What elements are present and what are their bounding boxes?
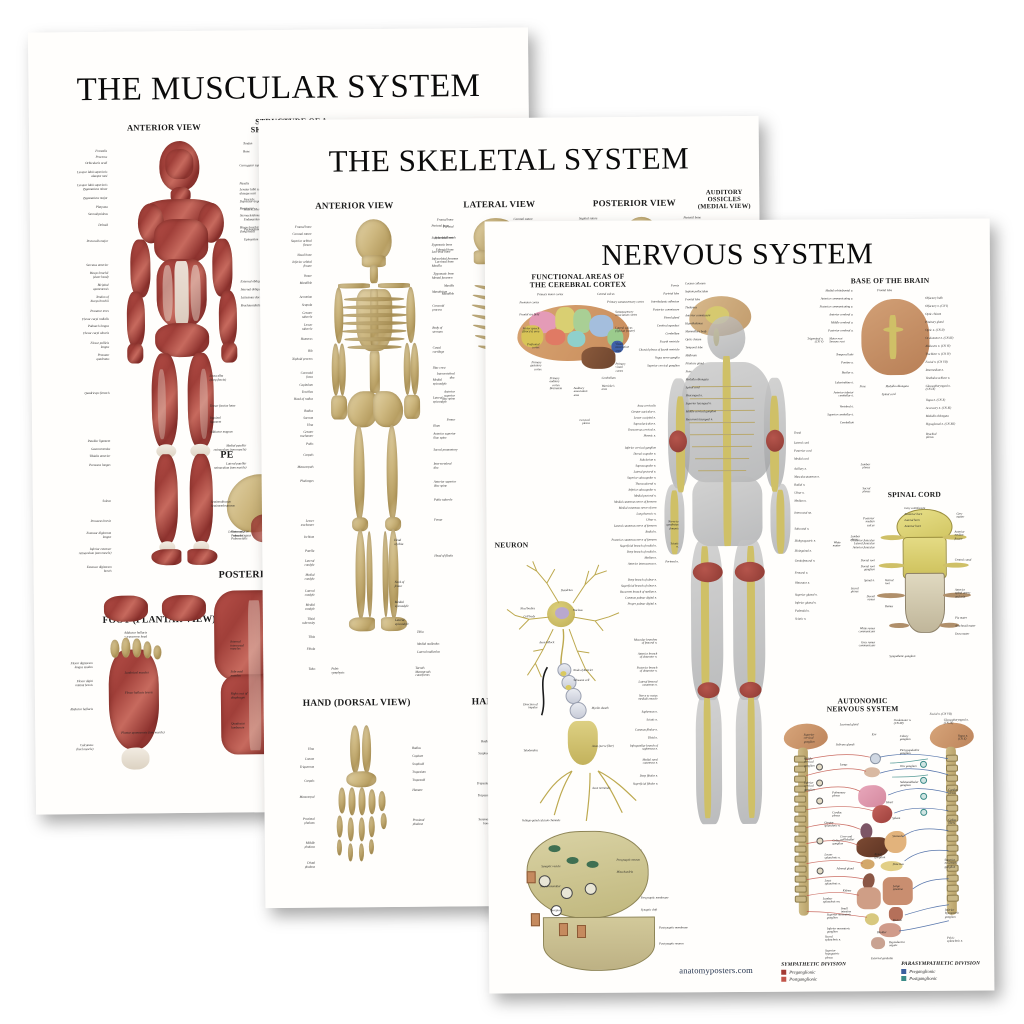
legend-title: PARASYMPATHETIC DIVISION [901,960,981,968]
legend-label-preganglionic: Preganglionic [909,968,936,974]
legend-swatch-preganglionic [781,969,787,975]
section-hand-dorsal-view: HAND (DORSAL VIEW) [302,697,411,709]
section-anterior-view-skeletal: ANTERIOR VIEW [315,200,394,211]
section-anterior-view-muscular: ANTERIOR VIEW [126,121,201,133]
legend-item: Preganglionic [901,968,980,975]
section-autonomic-nervous-system: AUTONOMIC NERVOUS SYSTEM [826,696,899,714]
base-of-brain-figure [857,297,934,381]
legend-label-preganglionic: Preganglionic [789,969,816,975]
legend-item: Postganglionic [781,976,846,982]
legend-label-postganglionic: Postganglionic [909,975,938,981]
legend-title: SYMPATHETIC DIVISION [781,961,847,968]
section-auditory-ossicles: AUDITORY OSSICLES (MEDIAL VIEW) [697,188,751,210]
feet-detail-row [103,590,264,626]
section-spinal-cord: SPINAL CORD [887,489,941,500]
legend-parasympathetic-division: PARASYMPATHETIC DIVISION Preganglionic P… [901,961,980,981]
legend-label-postganglionic: Postganglionic [789,976,818,982]
section-neuron: NEURON [494,540,529,550]
section-lateral-view-skeletal: LATERAL VIEW [463,198,536,210]
nervous-poster-title: NERVOUS SYSTEM [601,237,874,272]
legend-swatch-preganglionic [901,968,907,975]
foot-plantar-figure [94,637,176,790]
section-base-of-the-brain: BASE OF THE BRAIN [850,275,930,286]
synapse-figure [520,830,691,972]
legend-sympathetic-division: SYMPATHETIC DIVISION Preganglionic Postg… [781,961,847,982]
poster-nervous-system[interactable]: NERVOUS SYSTEM FUNCTIONAL AREAS OF THE C… [484,218,995,994]
hand-dorsal-figure [320,725,407,876]
skeletal-poster-title: THE SKELETAL SYSTEM [328,140,690,179]
section-posterior-view-skeletal: POSTERIOR VIEW [592,197,676,209]
legend-item: Preganglionic [781,969,846,975]
legend-item: Postganglionic [901,975,980,981]
neuron-figure [503,559,624,740]
legend-swatch-postganglionic [781,976,787,982]
muscular-poster-title: THE MUSCULAR SYSTEM [76,67,481,109]
axon-terminal-figure [532,720,663,831]
autonomic-nervous-system-figure [778,719,979,960]
legend-swatch-postganglionic [901,975,907,981]
section-functional-areas-cerebral-cortex: FUNCTIONAL AREAS OF THE CEREBRAL CORTEX [529,271,627,290]
